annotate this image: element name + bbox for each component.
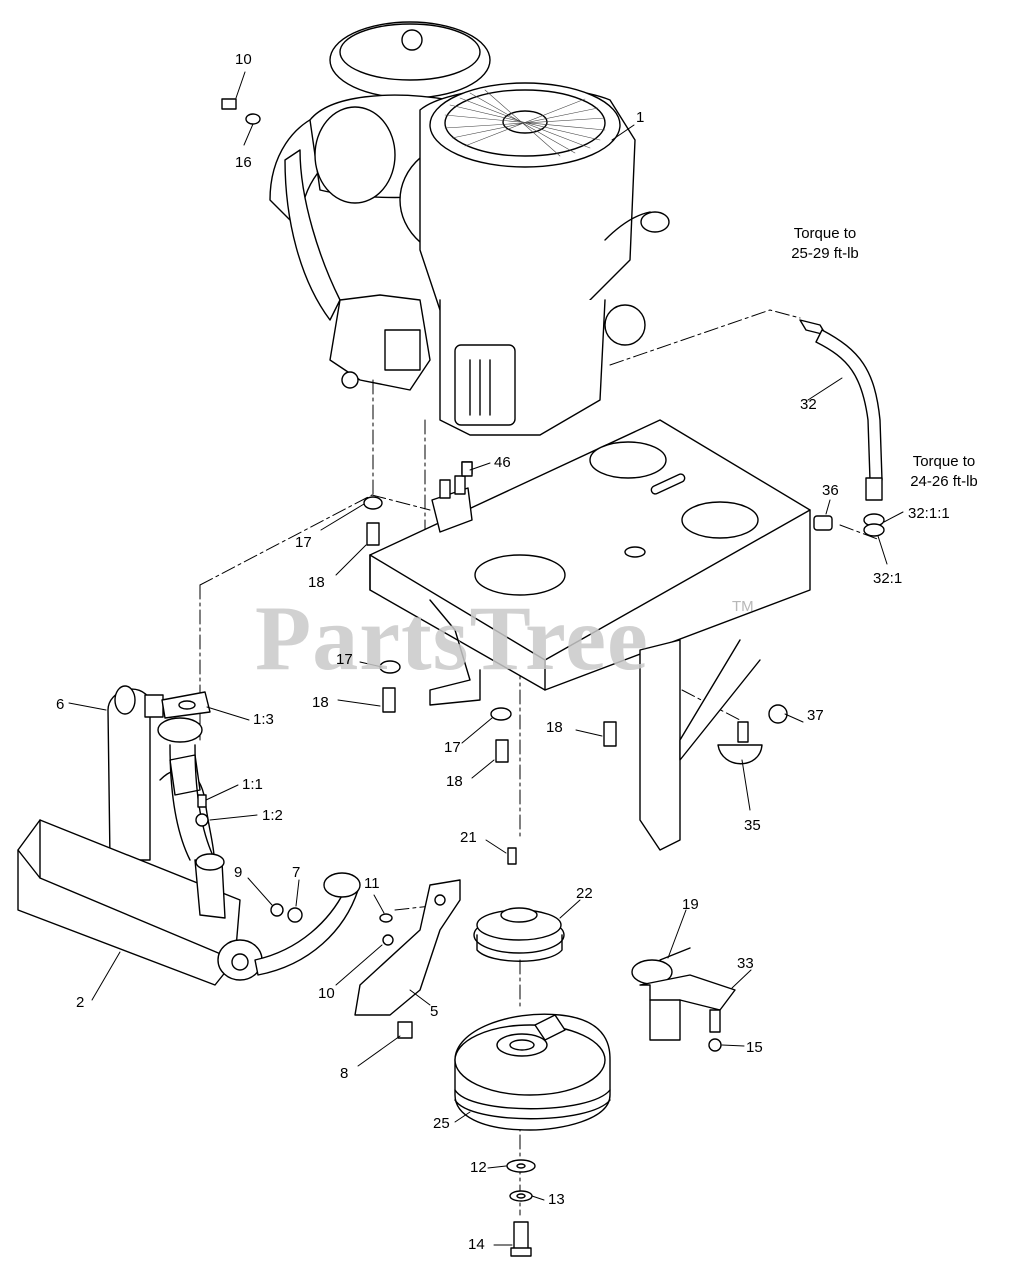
torque-note-fitting-line2: 24-26 ft-lb — [910, 473, 978, 490]
torque-note-hose-line2: 25-29 ft-lb — [791, 245, 859, 262]
callout-25[interactable]: 25 — [433, 1115, 450, 1132]
callout-19[interactable]: 19 — [682, 896, 699, 913]
callout-1-2[interactable]: 1:2 — [262, 807, 283, 824]
callout-16[interactable]: 16 — [235, 154, 252, 171]
callout-35[interactable]: 35 — [744, 817, 761, 834]
engine-deck-plate — [369, 419, 811, 851]
callout-9[interactable]: 9 — [234, 864, 243, 881]
callout-7[interactable]: 7 — [292, 864, 301, 881]
callout-32-1-1[interactable]: 32:1:1 — [908, 505, 950, 522]
callout-1-1[interactable]: 1:1 — [242, 776, 263, 793]
clutch-hardware — [506, 1159, 536, 1257]
callout-18-upper[interactable]: 18 — [308, 574, 325, 591]
torque-note-fitting: Torque to 24-26 ft-lb — [896, 452, 992, 492]
callout-18-middle[interactable]: 18 — [312, 694, 329, 711]
torque-note-fitting-line1: Torque to — [912, 453, 976, 470]
callout-13[interactable]: 13 — [548, 1191, 565, 1208]
callout-10-lower[interactable]: 10 — [318, 985, 335, 1002]
fuel-hose — [799, 319, 885, 537]
callout-15[interactable]: 15 — [746, 1039, 763, 1056]
callout-17-middle[interactable]: 17 — [336, 651, 353, 668]
callout-6[interactable]: 6 — [56, 696, 65, 713]
callout-32[interactable]: 32 — [800, 396, 817, 413]
callout-21[interactable]: 21 — [460, 829, 477, 846]
watermark-trademark: TM — [732, 598, 754, 615]
callout-12[interactable]: 12 — [470, 1159, 487, 1176]
callout-32-1[interactable]: 32:1 — [873, 570, 903, 587]
torque-note-hose-line1: Torque to — [793, 225, 857, 242]
callout-17-lower[interactable]: 17 — [444, 739, 461, 756]
callout-33[interactable]: 33 — [737, 955, 754, 972]
muffler-assembly — [17, 685, 361, 986]
callout-37[interactable]: 37 — [807, 707, 824, 724]
hardware — [221, 98, 833, 865]
callout-46[interactable]: 46 — [494, 454, 511, 471]
callout-17-upper[interactable]: 17 — [295, 534, 312, 551]
callout-2[interactable]: 2 — [76, 994, 85, 1011]
pto-clutch — [454, 1013, 611, 1131]
leader-lines — [68, 71, 904, 1246]
clip-bracket — [631, 947, 736, 1052]
callout-36[interactable]: 36 — [822, 482, 839, 499]
watermark-logo: PartsTree — [255, 587, 649, 689]
callout-18-right[interactable]: 18 — [546, 719, 563, 736]
engine-assembly — [269, 21, 670, 436]
alignment-lines — [199, 309, 881, 1216]
pulley — [473, 907, 565, 962]
callout-5[interactable]: 5 — [430, 1003, 439, 1020]
torque-note-hose: Torque to 25-29 ft-lb — [777, 224, 873, 264]
callout-18-lower[interactable]: 18 — [446, 773, 463, 790]
callout-8[interactable]: 8 — [340, 1065, 349, 1082]
callout-10-top[interactable]: 10 — [235, 51, 252, 68]
callout-1-3[interactable]: 1:3 — [253, 711, 274, 728]
callout-1[interactable]: 1 — [636, 109, 645, 126]
callout-11[interactable]: 11 — [364, 875, 380, 892]
callout-14[interactable]: 14 — [468, 1236, 485, 1253]
bracket-5 — [354, 879, 461, 1039]
callout-22[interactable]: 22 — [576, 885, 593, 902]
